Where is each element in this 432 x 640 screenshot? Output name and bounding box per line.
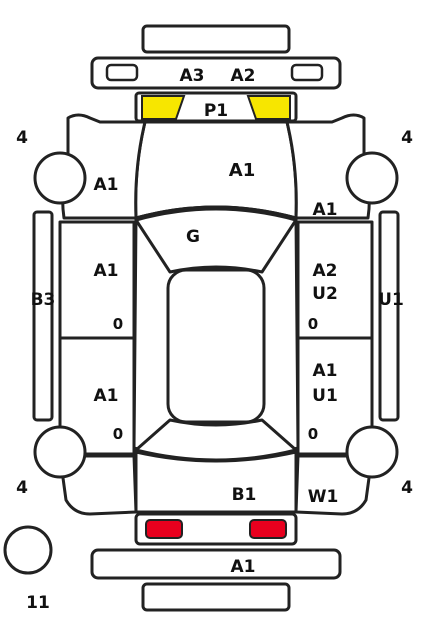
- label-door-lock-3: 0: [113, 425, 123, 443]
- right-rear-quarter[interactable]: [294, 454, 374, 516]
- headlight-left: [141, 95, 186, 120]
- headlight-right: [246, 95, 291, 120]
- label-rear-bumper: A1: [231, 557, 256, 577]
- front-bumper[interactable]: [90, 56, 342, 90]
- label-wheel-front-left: 4: [16, 128, 28, 148]
- trunk[interactable]: [134, 450, 298, 514]
- label-wheel-rear-left: 4: [16, 478, 28, 498]
- wheel-rear-left[interactable]: [33, 425, 87, 479]
- front-top-bar[interactable]: [141, 24, 291, 54]
- right-sill[interactable]: [378, 210, 400, 422]
- taillight-right: [249, 519, 287, 539]
- label-left-front-door: A1: [94, 261, 119, 281]
- label-wheel-rear-right: 4: [401, 478, 413, 498]
- label-left-sill: B3: [31, 290, 56, 310]
- label-windshield: G: [186, 227, 200, 247]
- wheel-front-left[interactable]: [33, 151, 87, 205]
- rear-bottom-bar[interactable]: [141, 582, 291, 612]
- label-door-lock-1: 0: [113, 315, 123, 333]
- taillight-left: [145, 519, 183, 539]
- front-fog-lamp-left: [105, 63, 139, 82]
- label-right-rear-door-2: U1: [312, 386, 338, 406]
- label-right-front-door-1: A2: [313, 261, 338, 281]
- label-left-front-fender: A1: [94, 175, 119, 195]
- label-front-panel: P1: [204, 101, 228, 121]
- label-right-rear-quarter: W1: [308, 487, 339, 507]
- wheel-rear-right[interactable]: [345, 425, 399, 479]
- left-rear-door[interactable]: [58, 336, 136, 456]
- left-rear-quarter[interactable]: [58, 454, 138, 516]
- label-front-bumper-right: A2: [231, 66, 256, 86]
- label-front-bumper-left: A3: [180, 66, 205, 86]
- front-fog-lamp-right: [290, 63, 324, 82]
- label-hood: A1: [229, 160, 255, 181]
- label-door-lock-4: 0: [308, 425, 318, 443]
- label-door-lock-2: 0: [308, 315, 318, 333]
- label-right-rear-door-1: A1: [313, 361, 338, 381]
- left-sill[interactable]: [32, 210, 54, 422]
- windshield[interactable]: [134, 207, 298, 274]
- roof[interactable]: [166, 268, 266, 424]
- label-trunk: B1: [232, 485, 257, 505]
- label-left-rear-door: A1: [94, 386, 119, 406]
- label-right-front-door-2: U2: [312, 284, 338, 304]
- label-spare-wheel: 11: [26, 593, 50, 613]
- wheel-front-right[interactable]: [345, 151, 399, 205]
- rear-bumper[interactable]: [90, 548, 342, 580]
- label-wheel-front-right: 4: [401, 128, 413, 148]
- hood[interactable]: [134, 120, 298, 220]
- spare-wheel[interactable]: [3, 525, 53, 575]
- label-right-front-fender: A1: [313, 200, 338, 220]
- label-right-sill: U1: [378, 290, 404, 310]
